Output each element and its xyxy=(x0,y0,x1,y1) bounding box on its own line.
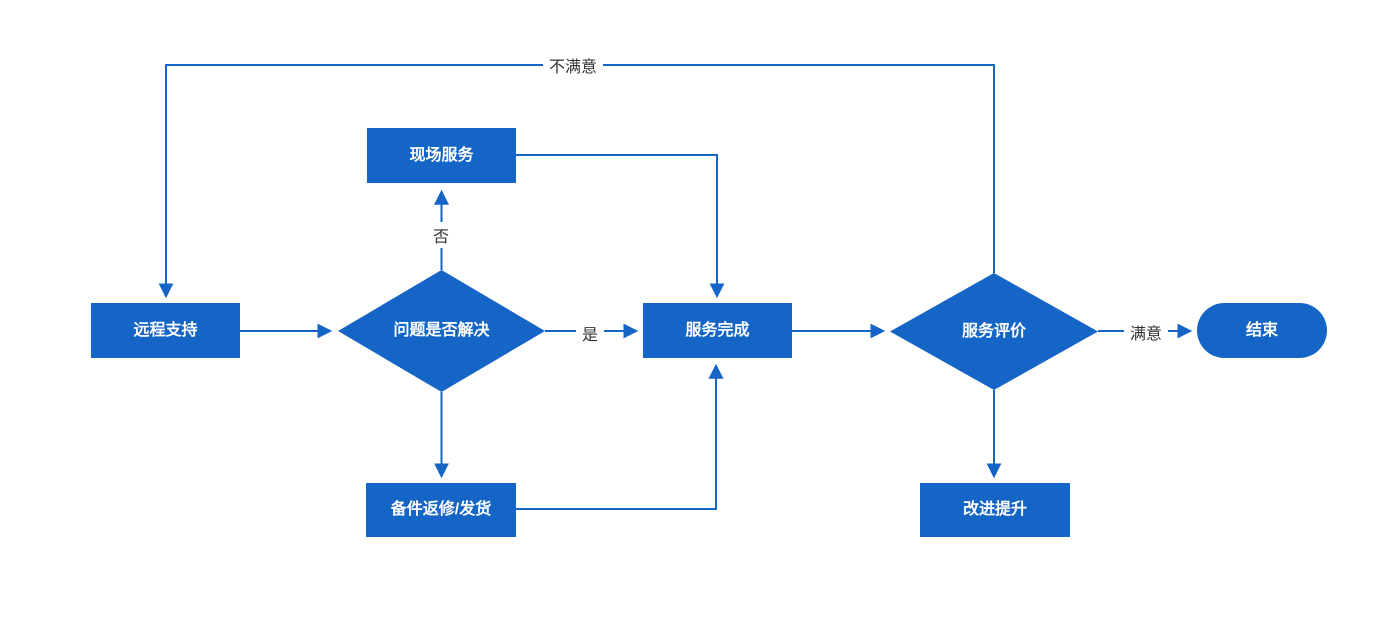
edge-label-no: 否 xyxy=(426,222,456,248)
node-decision-issue-resolved[interactable]: 问题是否解决 xyxy=(338,270,545,392)
node-onsite-service[interactable]: 现场服务 xyxy=(367,128,516,183)
edge-label-unsatisfied: 不满意 xyxy=(542,52,604,78)
node-decision-issue-resolved-label: 问题是否解决 xyxy=(393,322,490,340)
edge-label-satisfied: 满意 xyxy=(1123,319,1169,345)
node-onsite-service-label: 现场服务 xyxy=(409,146,474,164)
edge-evaluation-unsatisfied-to-remote-support xyxy=(158,64,995,299)
node-decision-service-evaluation-label: 服务评价 xyxy=(961,322,1026,340)
node-end-label: 结束 xyxy=(1245,321,1278,339)
edge-onsite-service-to-service-complete xyxy=(516,154,725,299)
node-service-complete[interactable]: 服务完成 xyxy=(643,303,792,358)
node-service-complete-label: 服务完成 xyxy=(685,321,750,339)
node-decision-service-evaluation[interactable]: 服务评价 xyxy=(890,273,1098,390)
node-parts-repair[interactable]: 备件返修/发货 xyxy=(366,483,516,537)
node-parts-repair-label: 备件返修/发货 xyxy=(390,501,492,519)
node-improvement[interactable]: 改进提升 xyxy=(920,483,1070,537)
node-end[interactable]: 结束 xyxy=(1197,303,1327,358)
edge-label-yes: 是 xyxy=(575,320,605,346)
edge-parts-repair-to-service-complete xyxy=(516,363,724,510)
node-improvement-label: 改进提升 xyxy=(962,501,1027,519)
node-remote-support[interactable]: 远程支持 xyxy=(91,303,240,358)
node-remote-support-label: 远程支持 xyxy=(133,321,198,339)
